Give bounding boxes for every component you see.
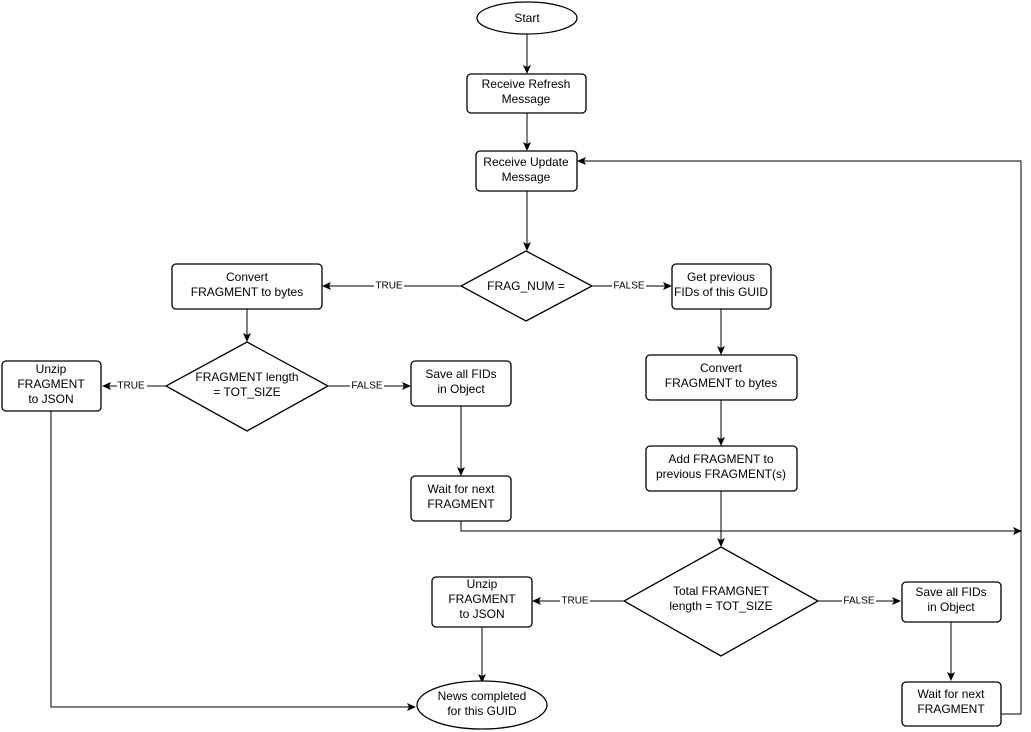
edge-label-true: TRUE xyxy=(117,380,147,392)
frag-num-decision: FRAG_NUM = xyxy=(459,250,594,322)
fragment-length-decision: FRAGMENT length= TOT_SIZE xyxy=(164,341,330,432)
edge-unzip-left-to-news xyxy=(50,411,416,711)
start-node: Start xyxy=(476,1,578,35)
edge-label-false-text: FALSE xyxy=(351,381,382,392)
edge-label-true-text: TRUE xyxy=(561,596,589,607)
frag-num-label: FRAG_NUM = xyxy=(487,279,565,293)
edge-wait-mid-to-right xyxy=(460,521,1022,535)
edge-label-true: TRUE xyxy=(374,280,404,292)
edge-label-false: FALSE xyxy=(350,380,384,392)
start-label: Start xyxy=(514,11,540,25)
edge-label-true: TRUE xyxy=(560,595,590,607)
edge-label-false-text: FALSE xyxy=(613,281,644,292)
edge-label-false: FALSE xyxy=(612,280,646,292)
edge-label-true-text: TRUE xyxy=(375,281,403,292)
edge-label-true-text: TRUE xyxy=(117,381,145,392)
fragment-length-label: FRAGMENT length= TOT_SIZE xyxy=(195,370,298,399)
edge-label-false-text: FALSE xyxy=(843,596,874,607)
edge-label-false: FALSE xyxy=(842,595,876,607)
edge-loop-back-to-update xyxy=(577,157,1022,715)
